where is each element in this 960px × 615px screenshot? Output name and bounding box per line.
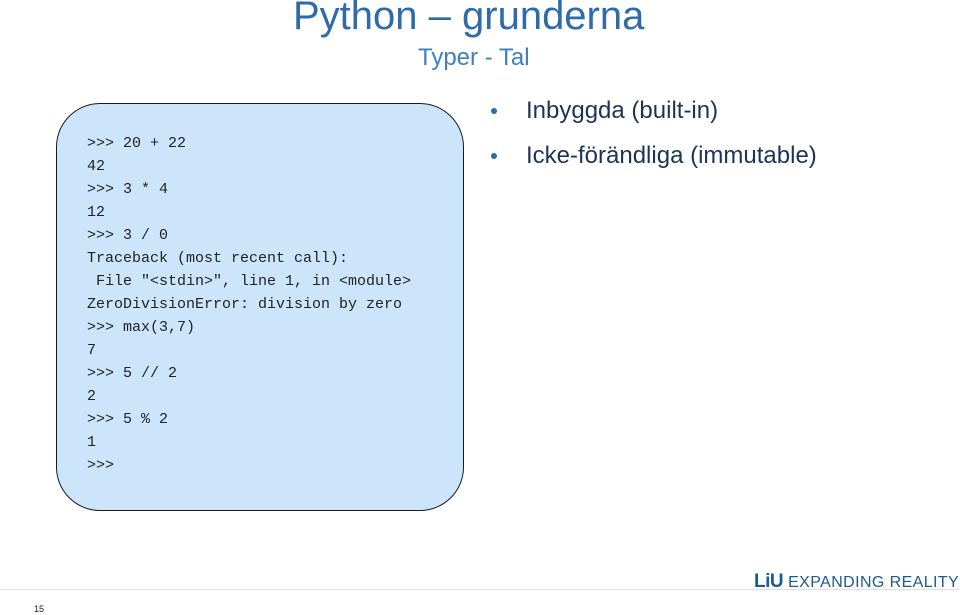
bullet-item: Inbyggda (built-in)	[488, 94, 817, 139]
bullet-dot-icon	[491, 108, 497, 114]
code-line: ZeroDivisionError: division by zero	[87, 296, 403, 313]
code-line: >>> 3 / 0	[87, 227, 169, 244]
code-line: 2	[87, 388, 97, 405]
bullet-item: Icke-förändliga (immutable)	[488, 139, 817, 184]
slide-title: Python – grunderna	[293, 0, 645, 38]
code-line: File "<stdin>", line 1, in <module>	[87, 273, 412, 290]
code-line: Traceback (most recent call):	[87, 250, 349, 267]
code-line: 1	[87, 434, 97, 451]
code-line: >>> 5 // 2	[87, 365, 178, 382]
bullet-list: Inbyggda (built-in) Icke-förändliga (imm…	[488, 94, 817, 184]
code-line: 7	[87, 342, 97, 359]
logo-tagline: EXPANDING REALITY	[788, 574, 960, 591]
code-line: >>> 20 + 22	[87, 135, 187, 152]
code-line: 42	[87, 158, 106, 175]
code-line: 12	[87, 204, 106, 221]
code-line: >>> max(3,7)	[87, 319, 196, 336]
page-number: 15	[34, 604, 45, 614]
bullet-dot-icon	[491, 153, 497, 159]
liu-logo: LiU EXPANDING REALITY	[754, 571, 959, 593]
footer-divider	[0, 589, 960, 590]
bullet-text: Icke-förändliga (immutable)	[526, 142, 817, 169]
code-example-lines: >>> 20 + 22 42 >>> 3 * 4 12 >>> 3 / 0 Tr…	[87, 132, 411, 477]
bullet-text: Inbyggda (built-in)	[526, 97, 719, 124]
logo-mark: LiU	[754, 571, 784, 592]
code-example-box	[56, 103, 464, 511]
code-line: >>> 3 * 4	[87, 181, 169, 198]
slide-subtitle: Typer - Tal	[418, 44, 530, 71]
code-line: >>> 5 % 2	[87, 411, 169, 428]
code-line: >>>	[87, 457, 115, 474]
